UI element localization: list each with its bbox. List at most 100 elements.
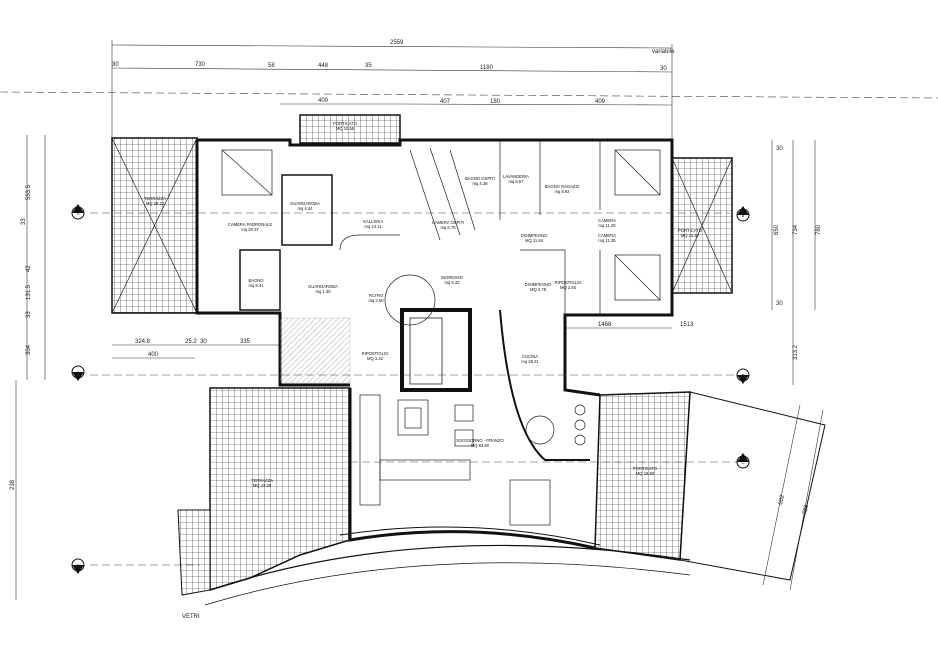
- svg-text:SOGGIORNO - PRANZO: SOGGIORNO - PRANZO: [456, 438, 504, 443]
- svg-text:mq 8.41: mq 8.41: [248, 283, 264, 288]
- svg-text:GUARDAROBA: GUARDAROBA: [290, 201, 320, 206]
- svg-text:CAMERA: CAMERA: [598, 233, 616, 238]
- dim: 650: [774, 224, 780, 235]
- dim: 30: [776, 301, 783, 307]
- svg-text:A: A: [77, 370, 80, 375]
- svg-text:PORTICATO: PORTICATO: [333, 121, 358, 126]
- dim: 1468: [598, 322, 612, 328]
- section-markers: A A B B C C: [71, 204, 750, 574]
- svg-text:MQ 43.00: MQ 43.00: [253, 483, 272, 488]
- svg-text:GUARDAROBA: GUARDAROBA: [308, 284, 338, 289]
- svg-text:MQ 19.80: MQ 19.80: [636, 471, 655, 476]
- dim: 35: [365, 63, 372, 69]
- dim: 25.2: [185, 339, 197, 345]
- dim: 58: [268, 63, 275, 69]
- svg-text:mq 20.37: mq 20.37: [241, 227, 259, 232]
- dim: 602: [778, 494, 786, 506]
- dim: 304: [26, 344, 32, 355]
- dim: 400: [318, 98, 329, 104]
- dim: 30: [200, 339, 207, 345]
- svg-text:BAGNO RAGAZZI: BAGNO RAGAZZI: [545, 184, 579, 189]
- svg-text:mq 11.35: mq 11.35: [598, 238, 616, 243]
- svg-text:RIPOSTIGLIO: RIPOSTIGLIO: [555, 280, 583, 285]
- svg-text:B: B: [742, 213, 745, 218]
- svg-text:LAVANDERIA: LAVANDERIA: [503, 174, 529, 179]
- svg-text:mq 4.38: mq 4.38: [472, 181, 488, 186]
- dim: 324.8: [135, 339, 151, 345]
- dim: 407: [440, 99, 451, 105]
- svg-text:GALLERIA: GALLERIA: [363, 219, 384, 224]
- svg-text:MQ 1.42: MQ 1.42: [367, 356, 384, 361]
- section-marker-icon: C: [71, 558, 85, 574]
- section-marker-icon: A: [71, 365, 85, 381]
- svg-text:mq 6.78: mq 6.78: [440, 225, 456, 230]
- svg-text:CAMERA OSPITI: CAMERA OSPITI: [432, 220, 465, 225]
- dim: 180: [490, 99, 501, 105]
- right-dimensions: 30 30 650 734 780 313.2 602 723: [762, 140, 824, 591]
- dim: 448: [318, 63, 329, 69]
- section-marker-icon: B: [736, 368, 750, 384]
- mid-dimensions: 324.8 25.2 30 335 400 1468 1513: [112, 322, 694, 359]
- section-marker-icon: A: [71, 204, 85, 220]
- vetri-label: VETRI: [182, 614, 200, 620]
- dim: 30: [112, 62, 119, 68]
- svg-text:C: C: [76, 563, 79, 568]
- dim-variable: variabile: [652, 49, 675, 55]
- section-marker-icon: B: [736, 206, 750, 222]
- svg-text:B: B: [742, 373, 745, 378]
- dim: 131.5: [26, 284, 32, 300]
- svg-text:DISIMPEGNO: DISIMPEGNO: [525, 282, 552, 287]
- svg-text:mq 4.34: mq 4.34: [297, 206, 313, 211]
- dim: 42: [26, 265, 32, 272]
- dim: 238: [10, 479, 16, 490]
- dim: 1180: [480, 65, 494, 71]
- svg-text:CAMERA: CAMERA: [598, 218, 616, 223]
- svg-text:MQ 10.55: MQ 10.55: [336, 126, 355, 131]
- svg-text:mq 13.11: mq 13.11: [364, 224, 382, 229]
- dim-overall: 2559: [390, 40, 404, 46]
- dim: 335: [240, 339, 251, 345]
- svg-text:C: C: [741, 460, 744, 465]
- svg-text:mq 5.87: mq 5.87: [508, 179, 524, 184]
- dim: 730: [195, 62, 206, 68]
- dim: 734: [793, 224, 799, 235]
- left-dimensions: 33 553.5 42 131.5 33 304 238: [10, 135, 46, 600]
- svg-text:DISIMPEGNO: DISIMPEGNO: [521, 233, 548, 238]
- svg-text:CAMERA PADRONALE: CAMERA PADRONALE: [228, 222, 273, 227]
- dim: 33: [21, 218, 27, 225]
- dim: 33: [26, 311, 32, 318]
- svg-text:mq 3.50: mq 3.50: [368, 298, 384, 303]
- svg-text:MQ 63.90: MQ 63.90: [471, 443, 490, 448]
- svg-text:MQ 15.57: MQ 15.57: [681, 233, 700, 238]
- svg-text:MQ 11.84: MQ 11.84: [525, 238, 544, 243]
- svg-text:mq 9.33: mq 9.33: [444, 280, 460, 285]
- svg-text:BAGNO OSPITI: BAGNO OSPITI: [465, 176, 495, 181]
- dim: 30: [660, 66, 667, 72]
- svg-text:TERRAZZA: TERRAZZA: [144, 196, 166, 201]
- svg-text:INGRESSO: INGRESSO: [441, 275, 464, 280]
- svg-text:BAGNO: BAGNO: [248, 278, 264, 283]
- svg-text:MQ 2.84: MQ 2.84: [560, 285, 577, 290]
- svg-text:mq 1.36: mq 1.36: [315, 289, 331, 294]
